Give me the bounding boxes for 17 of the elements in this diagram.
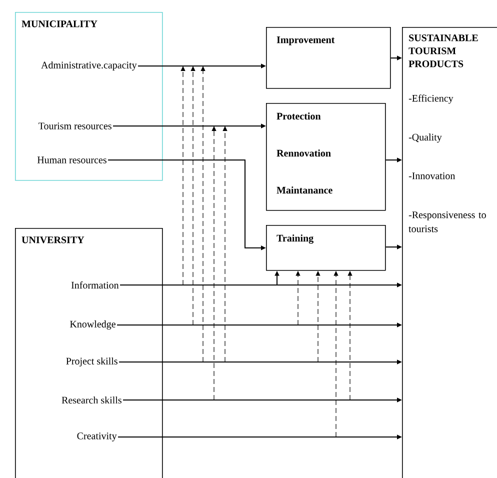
item-label: Administrative.capacity: [41, 61, 137, 71]
item-label: Project skills: [66, 357, 118, 367]
dashed-arrow: [222, 126, 228, 362]
item-label: Research skills: [62, 396, 122, 404]
item-label: Human resources: [37, 156, 106, 164]
item-label: Information: [71, 281, 119, 289]
dashed-arrow: [180, 66, 186, 286]
dashed-arrow: [200, 66, 206, 362]
dashed-arrow: [212, 126, 216, 400]
item-label: Knowledge: [70, 320, 116, 330]
process-box: Protection Rennovation Maintanance: [266, 103, 386, 211]
item-label: Creativity: [77, 432, 117, 442]
dashed-arrow: [190, 66, 196, 326]
output-box: SUSTAINABLE TOURISM PRODUCTS -Efficiency -Quality -Innovation -Responsiveness to tourists: [402, 27, 497, 478]
process-box: Improvement: [266, 27, 391, 89]
item-label: Tourism resources: [38, 122, 112, 130]
process-box: Training: [266, 225, 386, 271]
